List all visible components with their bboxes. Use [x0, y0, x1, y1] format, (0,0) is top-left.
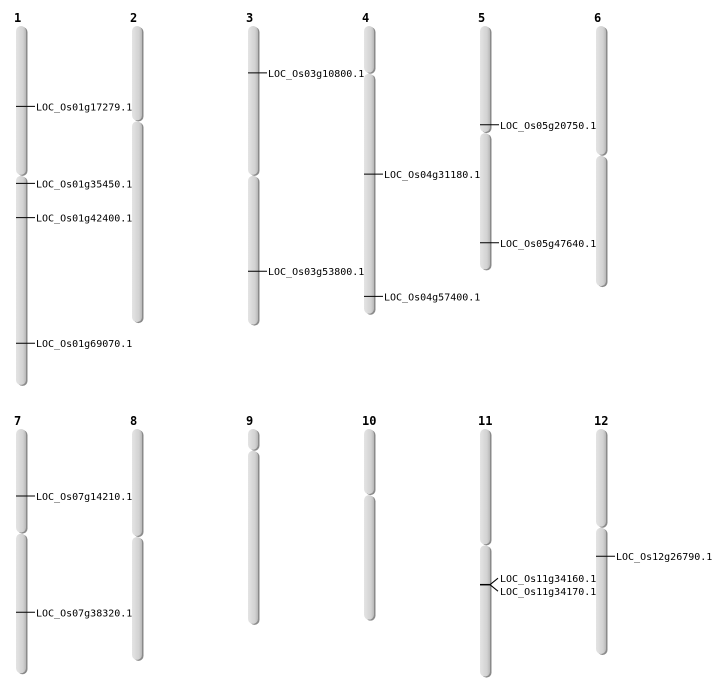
- gene-label: LOC_Os03g10800.1: [268, 69, 364, 80]
- chromosome-6: 6: [594, 11, 608, 288]
- gene-label: LOC_Os01g17279.1: [36, 102, 132, 113]
- chromosome-number: 8: [130, 414, 137, 428]
- short-arm: [132, 429, 142, 536]
- long-arm: [132, 536, 142, 660]
- short-arm: [16, 26, 26, 175]
- gene-label: LOC_Os07g38320.1: [36, 608, 132, 619]
- gene-label: LOC_Os01g35450.1: [36, 179, 132, 190]
- long-arm: [596, 155, 606, 287]
- short-arm: [16, 429, 26, 533]
- short-arm: [480, 26, 490, 133]
- gene-label: LOC_Os03g53800.1: [268, 267, 364, 278]
- short-arm: [596, 429, 606, 527]
- chromosome-number: 11: [478, 414, 492, 428]
- long-arm: [16, 175, 26, 385]
- chromosome-number: 1: [14, 11, 21, 25]
- long-arm: [248, 175, 258, 325]
- short-arm: [596, 26, 606, 155]
- gene-label: LOC_Os05g47640.1: [500, 239, 596, 250]
- long-arm: [364, 495, 374, 620]
- gene-leader: [489, 577, 499, 586]
- short-arm: [364, 429, 374, 495]
- chromosome-number: 10: [362, 414, 376, 428]
- chromosome-number: 3: [246, 11, 253, 25]
- gene-label: LOC_Os04g31180.1: [384, 170, 480, 181]
- gene-label: LOC_Os07g14210.1: [36, 492, 132, 503]
- long-arm: [132, 121, 142, 323]
- long-arm: [16, 533, 26, 674]
- short-arm: [364, 26, 374, 73]
- gene-label: LOC_Os12g26790.1: [616, 552, 712, 563]
- long-arm: [596, 527, 606, 654]
- chromosome-10: 10: [362, 414, 376, 621]
- gene-label: LOC_Os04g57400.1: [384, 292, 480, 303]
- short-arm: [132, 26, 142, 121]
- chromosome-number: 6: [594, 11, 601, 25]
- gene-leader: [489, 584, 499, 592]
- chromosome-8: 8: [130, 414, 144, 661]
- gene-label: LOC_Os01g42400.1: [36, 214, 132, 225]
- chromosome-2: 2: [130, 11, 144, 324]
- chromosome-number: 7: [14, 414, 21, 428]
- chromosome-1: 1LOC_Os01g17279.1LOC_Os01g35450.1LOC_Os0…: [14, 11, 132, 386]
- chromosome-number: 12: [594, 414, 608, 428]
- gene-label: LOC_Os01g69070.1: [36, 339, 132, 350]
- long-arm: [248, 450, 258, 624]
- short-arm: [248, 26, 258, 175]
- gene-label: LOC_Os05g20750.1: [500, 121, 596, 132]
- long-arm: [480, 133, 490, 270]
- short-arm: [248, 429, 258, 450]
- chromosome-number: 9: [246, 414, 253, 428]
- chromosome-number: 5: [478, 11, 485, 25]
- gene-label: LOC_Os11g34170.1: [500, 587, 596, 598]
- chromosome-number: 4: [362, 11, 369, 25]
- short-arm: [480, 429, 490, 545]
- chromosome-9: 9: [246, 414, 260, 625]
- gene-label: LOC_Os11g34160.1: [500, 574, 596, 585]
- chromosome-number: 2: [130, 11, 137, 25]
- long-arm: [364, 73, 374, 314]
- long-arm: [480, 545, 490, 677]
